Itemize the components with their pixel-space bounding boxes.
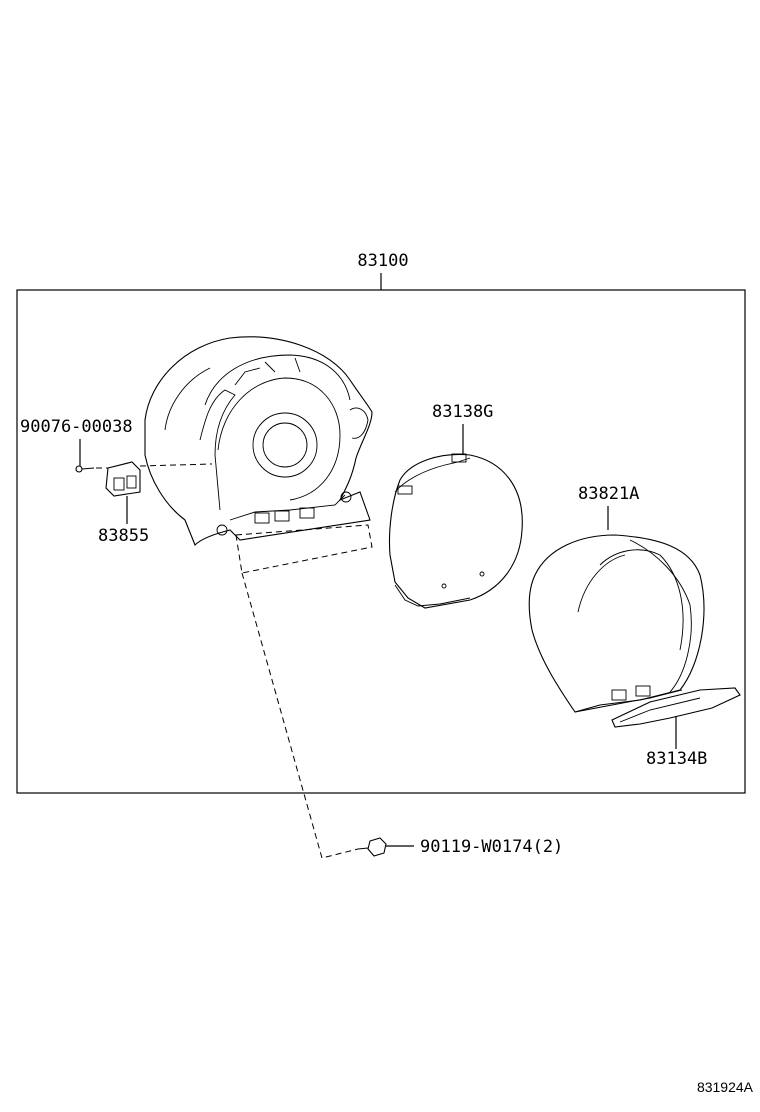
label-83821A: 83821A xyxy=(578,484,639,504)
label-83855: 83855 xyxy=(98,526,149,546)
cover-83138G xyxy=(388,453,523,609)
bracket-screw-part xyxy=(75,465,95,473)
meter-housing xyxy=(144,336,373,546)
screw-part xyxy=(357,837,387,857)
clip-part xyxy=(105,461,141,497)
hood-83821A xyxy=(528,534,705,713)
label-83134B: 83134B xyxy=(646,749,707,769)
label-83138G: 83138G xyxy=(432,402,493,422)
label-83100: 83100 xyxy=(357,251,408,271)
label-90119-W0174: 90119-W0174(2) xyxy=(420,837,563,857)
label-90076-00038: 90076-00038 xyxy=(20,417,133,437)
trim-plate-83134B xyxy=(611,687,741,728)
reference-id: 831924A xyxy=(697,1079,754,1095)
